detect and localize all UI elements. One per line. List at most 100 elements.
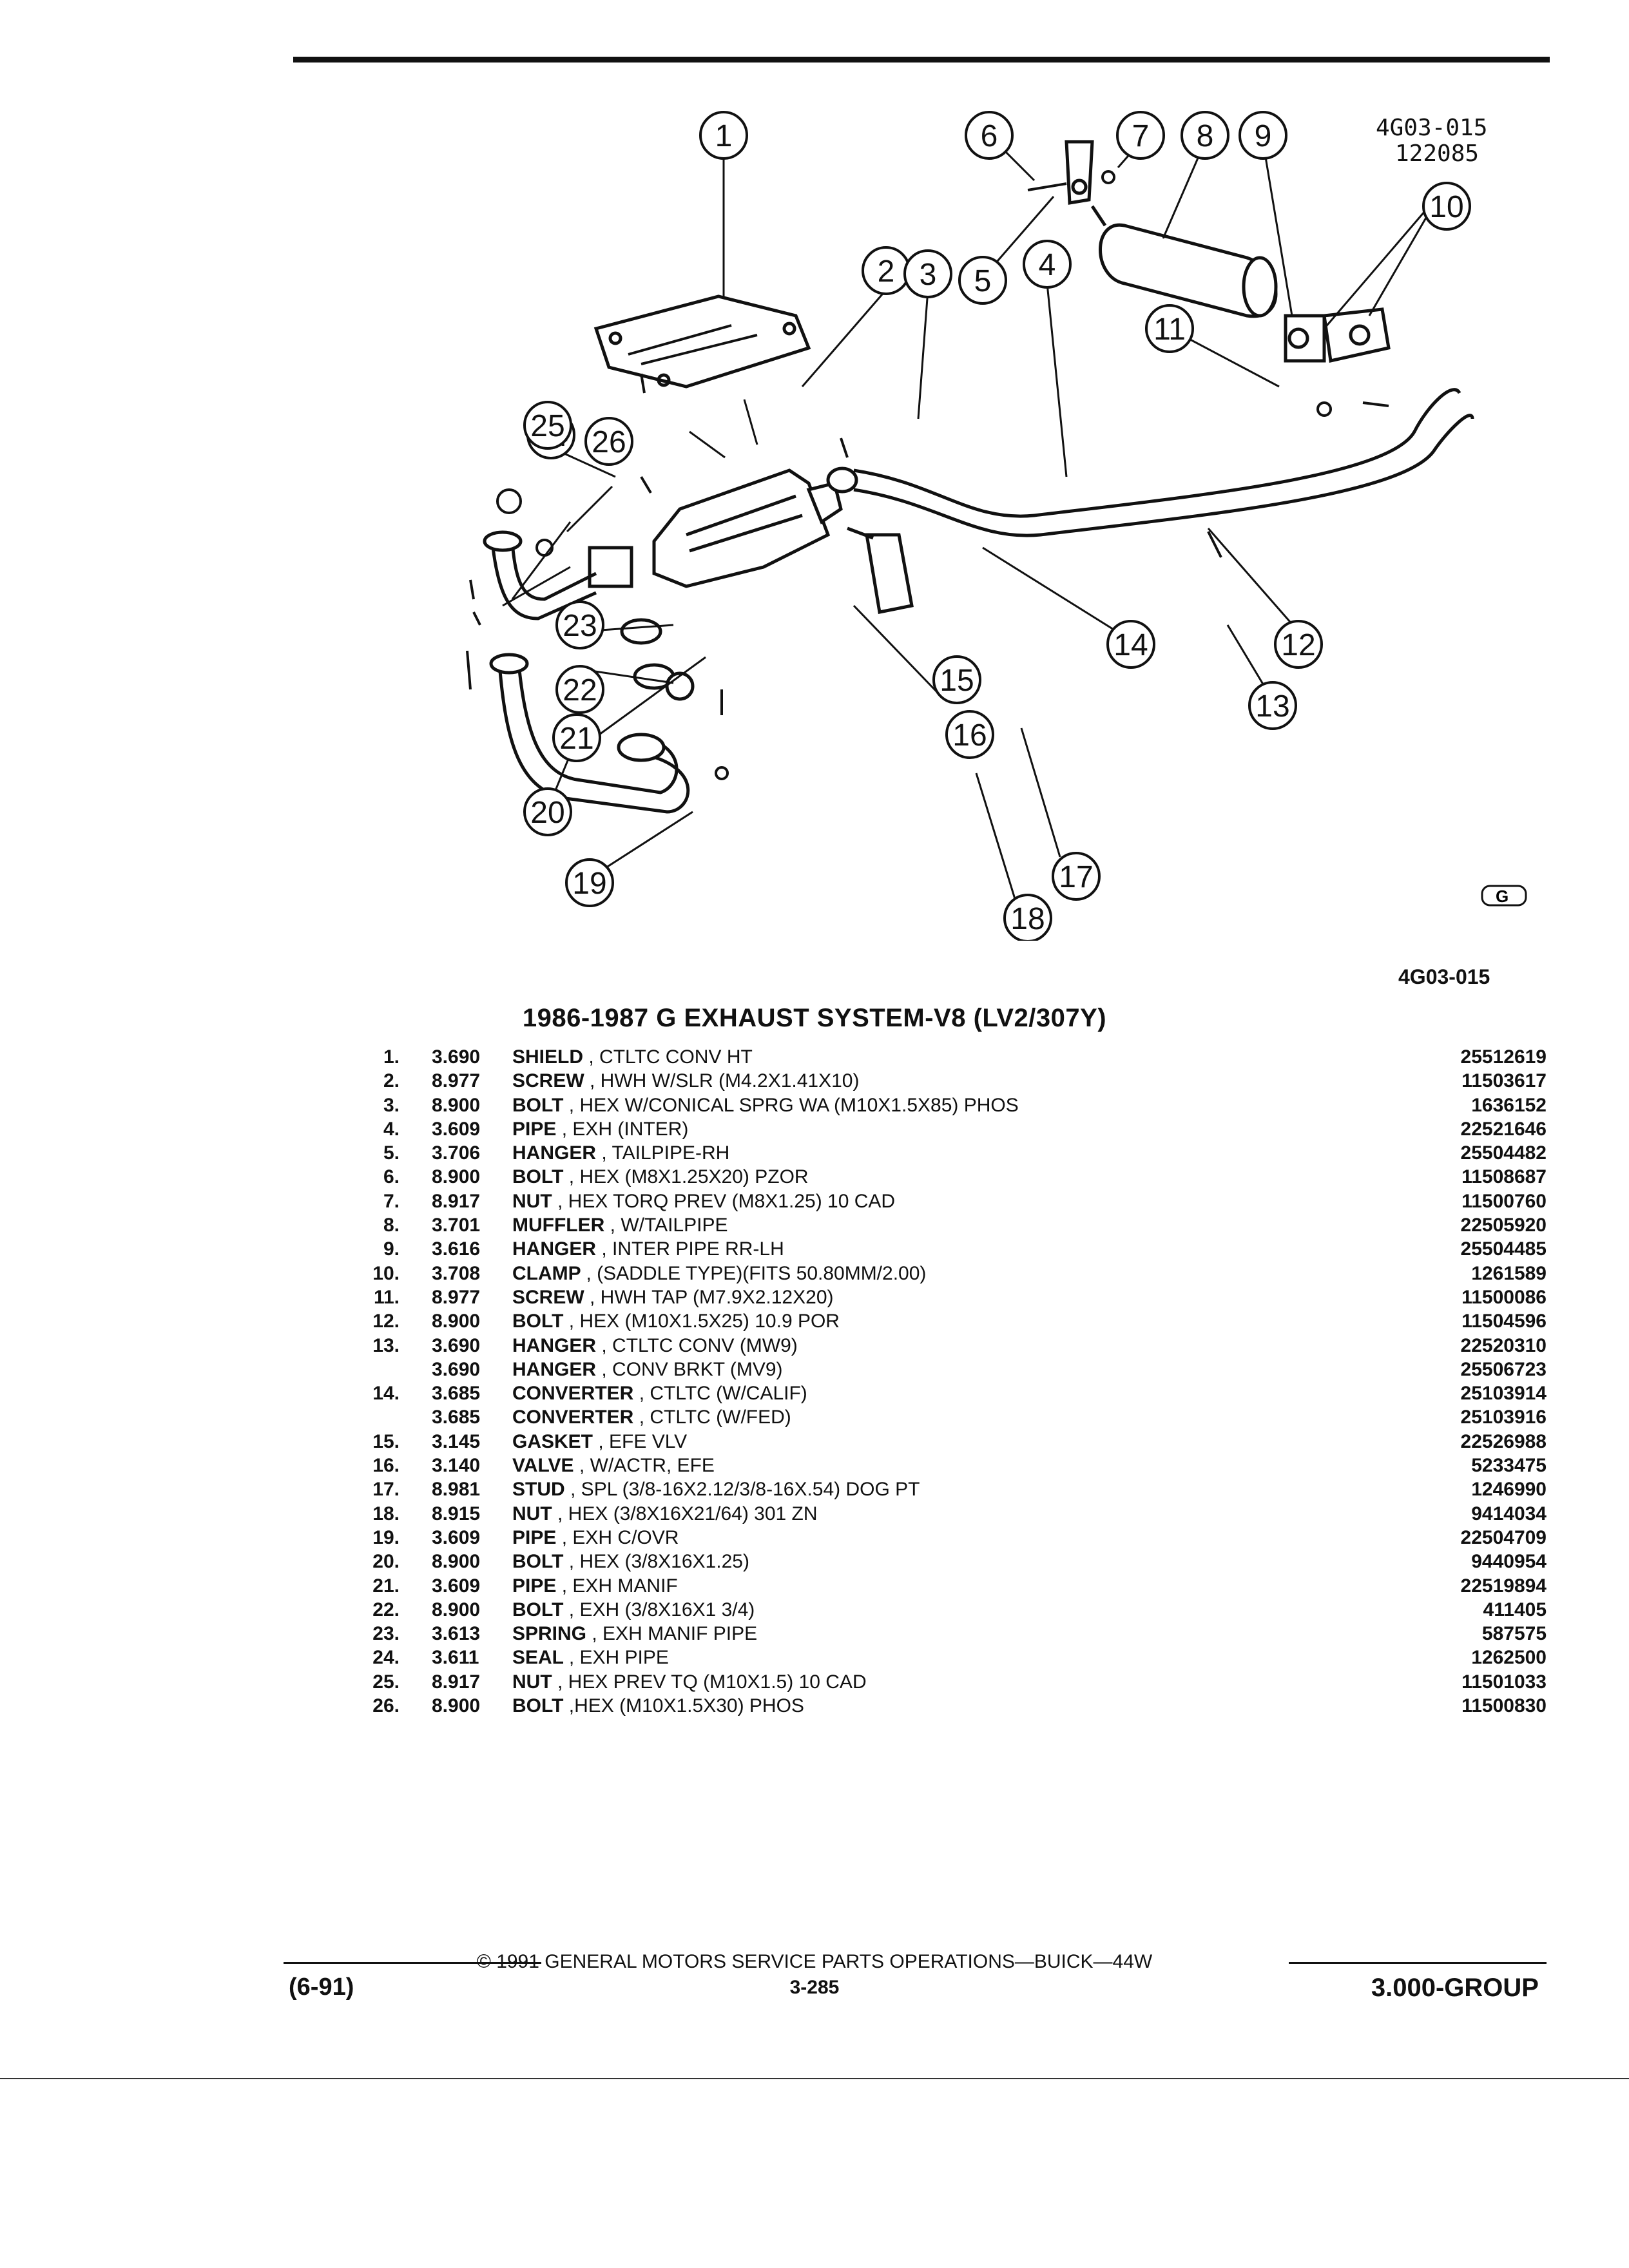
part-label: CLAMP , (SADDLE TYPE)(FITS 50.80MM/2.00) [512,1261,936,1285]
callout-circle [903,249,952,298]
muffler-part [1090,205,1278,318]
callout-circle [1023,240,1072,289]
group-code: 3.145 [432,1430,481,1452]
part-name: HANGER [512,1334,597,1356]
item-number: 21. [372,1575,400,1597]
callout-circle [552,713,601,762]
group-code: 8.900 [432,1094,481,1116]
part-description: , CTLTC (W/CALIF) [639,1383,807,1405]
part-label: CONVERTER , CTLTC (W/CALIF) [512,1381,816,1406]
part-description: , HWH TAP (M7.9X2.12X20) [590,1286,834,1308]
part-description: , W/TAILPIPE [610,1215,728,1236]
part-label: NUT , HEX (3/8X16X21/64) 301 ZN [512,1501,827,1526]
callout-number: 12 [1281,628,1315,662]
callout-circle [1052,852,1101,901]
group-code: 3.690 [432,1334,481,1356]
part-description: , HEX (3/8X16X1.25) [568,1551,749,1573]
part-label: PIPE , EXH C/OVR [512,1525,688,1550]
part-label: BOLT , HEX (M8X1.25X20) PZOR [512,1165,818,1189]
part-description: , CTLTC (W/FED) [639,1407,791,1428]
callout-number: 16 [952,718,987,753]
part-description: , HEX (M8X1.25X20) PZOR [568,1166,809,1188]
group-code: 3.685 [432,1407,481,1428]
part-number: 22526988 [1418,1429,1547,1454]
callout-circle [523,787,572,836]
part-label: SEAL , EXH PIPE [512,1646,678,1670]
part-description: , W/ACTR, EFE [579,1455,715,1477]
group-code: 3.611 [432,1647,479,1669]
part-description: , SPL (3/8-16X2.12/3/8-16X.54) DOG PT [570,1479,920,1501]
callout-circle [1181,111,1229,160]
callout-circle [1116,111,1165,160]
group-code: 8.900 [432,1695,481,1717]
callout-circle [555,665,604,714]
part-description: , EXH (INTER) [561,1118,689,1140]
group-code: 3.609 [432,1118,481,1140]
group-code: 8.900 [432,1551,481,1573]
page-title: 1986-1987 G EXHAUST SYSTEM-V8 (LV2/307Y) [522,1004,1107,1032]
part-label: HANGER , TAILPIPE-RH [512,1141,739,1166]
footer-page-number: 3-285 [789,1977,840,1998]
item-number: 25. [372,1671,400,1693]
part-description: , EXH C/OVR [561,1526,679,1548]
part-description: ,HEX (M10X1.5X30) PHOS [568,1695,804,1717]
part-number: 22504709 [1418,1525,1547,1550]
part-number: 11501033 [1418,1669,1547,1695]
callout-number: 20 [530,796,564,830]
callout-number: 6 [981,119,998,153]
diagram-svg: 4G03-015 122085 [466,111,1527,943]
part-number: 9414034 [1418,1501,1547,1526]
callout-circle [1145,304,1194,353]
callout-circle [565,858,614,907]
callout-circle [584,417,633,466]
part-description: , EXH MANIF [561,1575,678,1597]
callout-number: 23 [563,609,597,643]
part-label: PIPE , EXH (INTER) [512,1117,698,1142]
group-code: 3.701 [432,1215,481,1236]
callout-circle [965,111,1014,160]
part-number: 22505920 [1418,1213,1547,1238]
part-label: HANGER , INTER PIPE RR-LH [512,1237,793,1262]
part-description: , HWH W/SLR (M4.2X1.41X10) [590,1070,860,1092]
group-code: 3.708 [432,1262,481,1284]
item-number: 7. [383,1190,400,1212]
part-label: GASKET , EFE VLV [512,1429,697,1454]
part-number: 25512619 [1418,1045,1547,1070]
group-code: 8.915 [432,1503,481,1524]
item-number: 9. [383,1238,400,1260]
item-number: 18. [372,1503,400,1524]
part-name: BOLT [512,1695,564,1717]
callout-number: 10 [1429,190,1463,224]
part-description: , HEX (M10X1.5X25) 10.9 POR [568,1311,840,1332]
part-label: MUFFLER , W/TAILPIPE [512,1213,737,1238]
item-number: 22. [372,1599,400,1620]
callout-circle [1422,182,1471,231]
callout-circle [1239,111,1287,160]
group-code: 8.900 [432,1166,481,1188]
callout-number: 7 [1132,119,1150,153]
part-name: SPRING [512,1623,587,1645]
part-number: 22521646 [1418,1117,1547,1142]
part-name: NUT [512,1503,552,1524]
group-code: 8.981 [432,1479,481,1501]
part-description: , CONV BRKT (MV9) [601,1358,783,1380]
part-number: 9440954 [1418,1550,1547,1574]
part-label: HANGER , CONV BRKT (MV9) [512,1357,792,1382]
part-label: SHIELD , CTLTC CONV HT [512,1045,762,1070]
callout-number: 5 [974,264,992,298]
part-name: PIPE [512,1526,557,1548]
callout-number: 22 [563,673,597,707]
callout-circle [1248,681,1297,730]
callout-number: 15 [940,664,974,698]
